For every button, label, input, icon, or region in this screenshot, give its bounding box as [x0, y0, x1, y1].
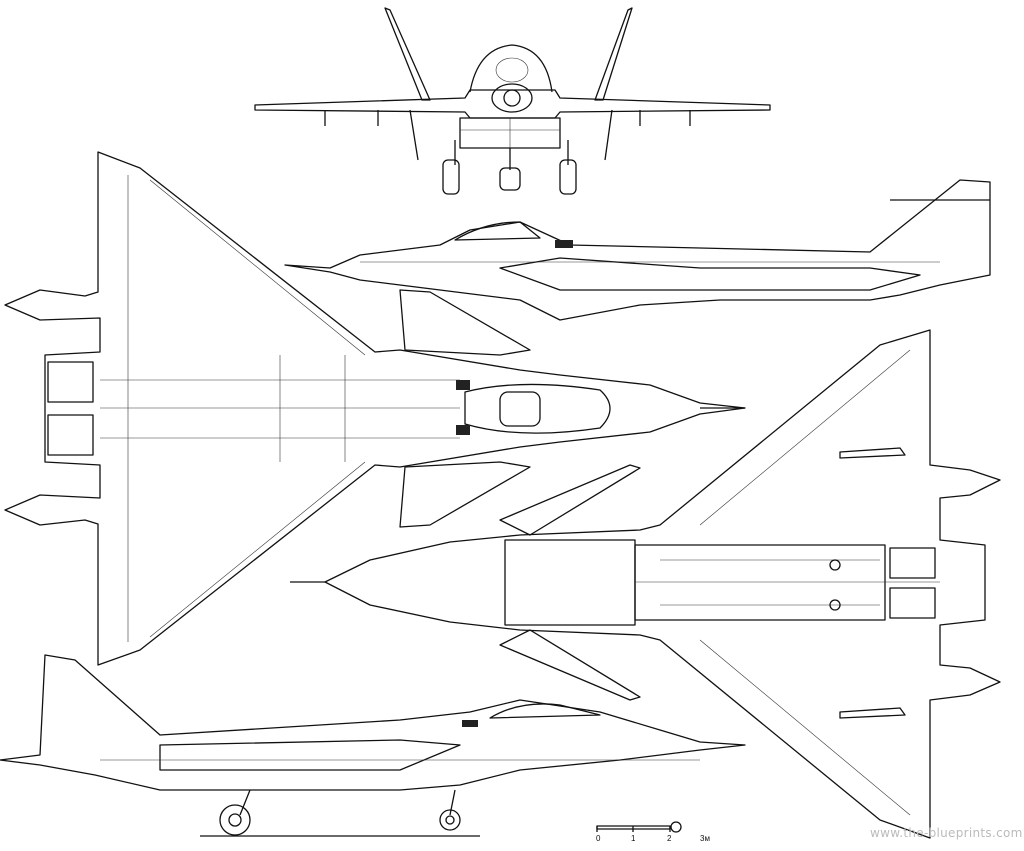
side-view-upper [284, 179, 991, 321]
front-view [254, 7, 771, 195]
scale-tick-1: 1 [631, 834, 636, 843]
side-view-lower [0, 654, 746, 837]
top-view [4, 151, 746, 666]
scale-bar [596, 821, 682, 833]
scale-tick-3: 3м [700, 834, 710, 843]
scale-tick-2: 2 [667, 834, 672, 843]
bottom-view [290, 329, 1001, 839]
watermark: www.the-blueprints.com [870, 826, 1023, 840]
scale-tick-0: 0 [596, 834, 601, 843]
